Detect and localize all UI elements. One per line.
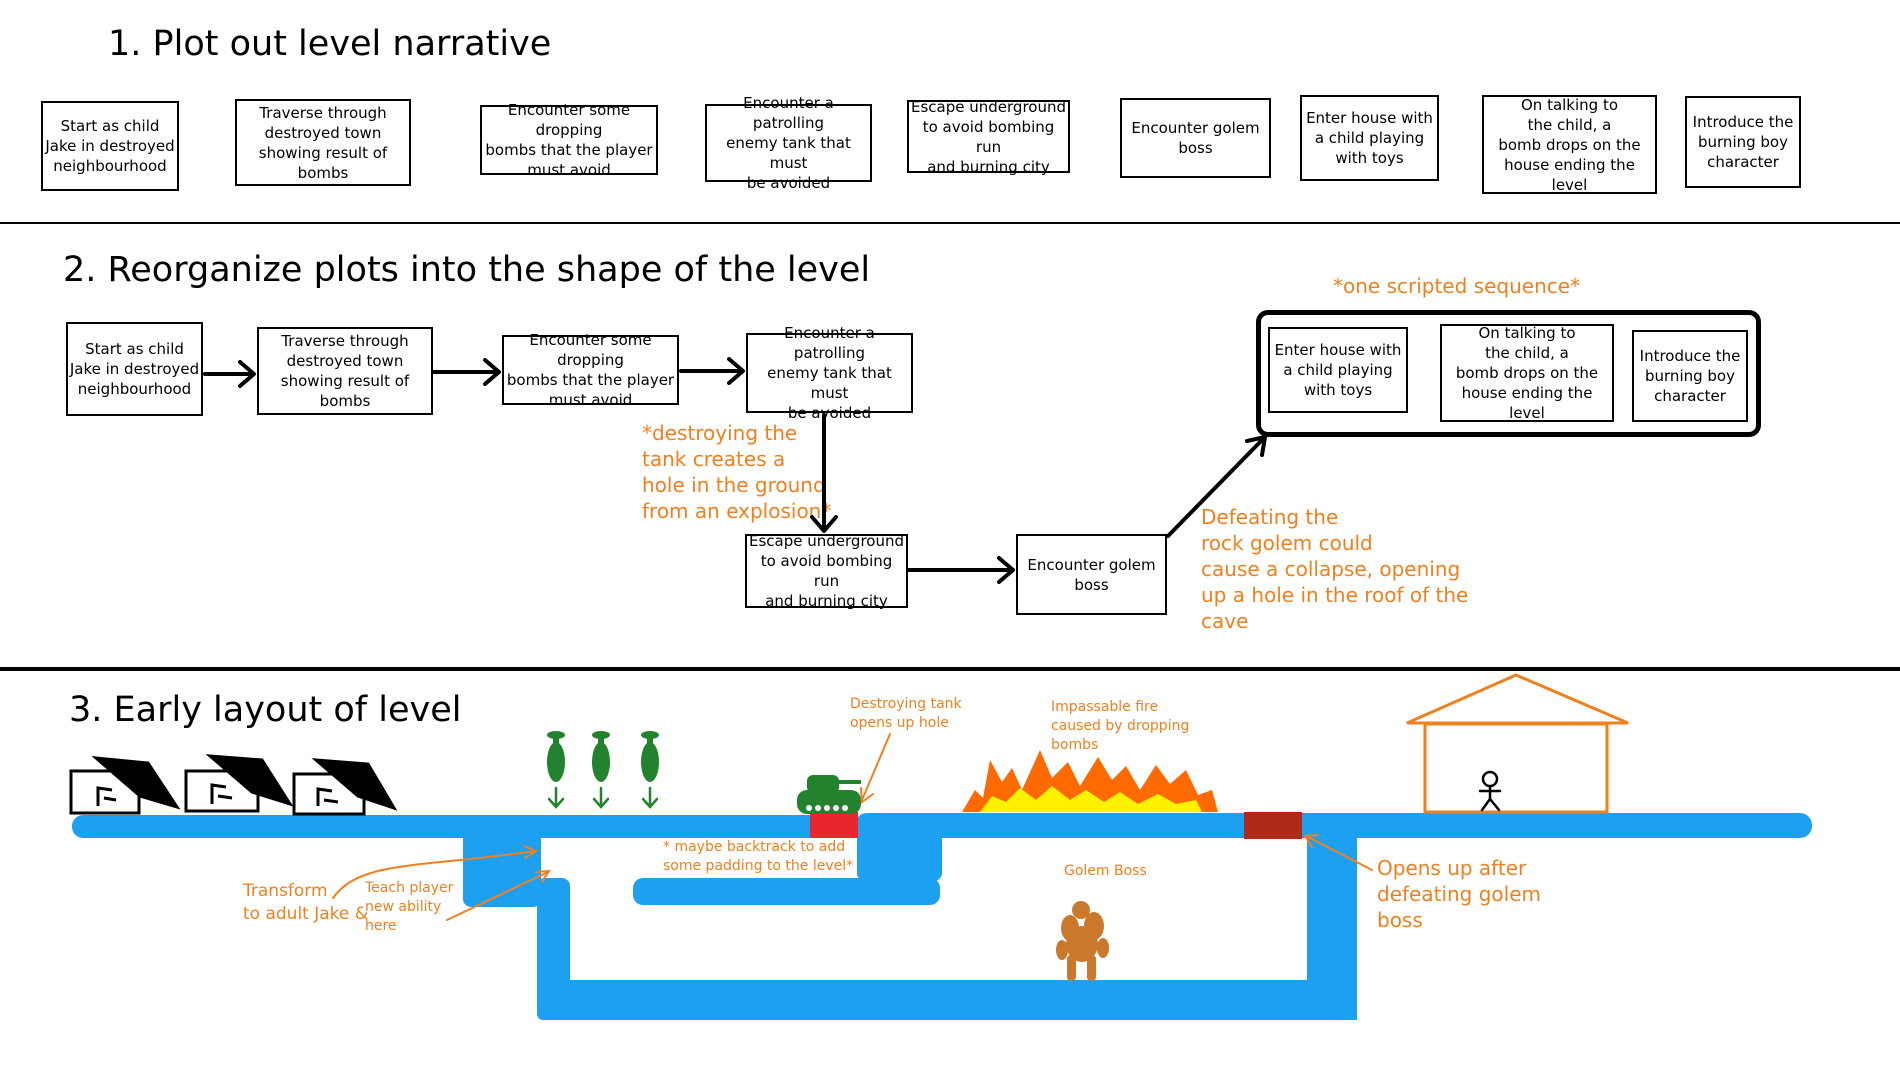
child-figure-icon [1478,770,1502,812]
bomb-icon [641,731,659,782]
ruined-house-icon [292,758,398,816]
s2-box-start: Start as child Jake in destroyed neighbo… [66,322,203,416]
golem-boss-label: Golem Boss [1064,863,1147,879]
cave-floor [537,980,1357,1020]
s2-box-talking-child: On talking to the child, a bomb drops on… [1440,324,1614,422]
s1-box-burning-boy: Introduce the burning boy character [1685,96,1801,188]
s1-box-enter-house: Enter house with a child playing with to… [1300,95,1439,181]
scripted-sequence-frame [1256,310,1761,437]
ground-strip-left [72,815,862,838]
right-cave-wall [1307,830,1357,1020]
fire-note: Impassable fire caused by dropping bombs [1051,699,1190,753]
transform-note: Transform to adult Jake & [243,881,369,924]
teach-ability-note: Teach player new ability here [365,880,454,934]
backtrack-note: * maybe backtrack to add some padding to… [663,839,854,874]
s2-box-escape: Escape underground to avoid bombing run … [745,532,908,610]
section-divider-1 [0,222,1900,224]
s1-box-escape: Escape underground to avoid bombing run … [907,98,1070,176]
collapse-hatch [1244,812,1302,839]
section3-heading: 3. Early layout of level [69,690,462,730]
s1-box-traverse: Traverse through destroyed town showing … [235,99,411,186]
ruined-house-icon [69,756,181,815]
section-divider-2 [0,667,1900,671]
s2-box-traverse: Traverse through destroyed town showing … [257,327,433,415]
tank-hole-layout-note: Destroying tank opens up hole [850,696,962,731]
s2-box-enter-house: Enter house with a child playing with to… [1268,327,1408,413]
s2-box-bombs: Encounter some dropping bombs that the p… [502,331,679,409]
ruined-house-icon [184,754,294,813]
scripted-sequence-label: *one scripted sequence* [1333,274,1581,298]
golem-icon [1056,901,1109,981]
tank-hole-note: *destroying the tank creates a hole in t… [642,421,832,523]
s1-box-talking-child: On talking to the child, a bomb drops on… [1482,95,1657,194]
section2-heading: 2. Reorganize plots into the shape of th… [63,250,871,290]
drop-shaft [463,830,541,907]
s1-box-golem: Encounter golem boss [1120,98,1271,178]
s2-box-burning-boy: Introduce the burning boy character [1632,330,1748,422]
s2-box-tank: Encounter a patrolling enemy tank that m… [746,324,913,422]
golem-collapse-note: Defeating the rock golem could cause a c… [1201,505,1469,633]
down-arrow-icon [547,786,659,809]
s1-box-bombs: Encounter some dropping bombs that the p… [480,101,658,179]
upper-ledge [633,878,940,905]
s2-box-golem: Encounter golem boss [1016,534,1167,615]
bomb-icon [547,731,565,782]
tank-icon [797,775,861,838]
s1-box-start: Start as child Jake in destroyed neighbo… [41,101,179,191]
fire-icon [962,750,1218,812]
tank-hole-shaft [857,826,942,881]
section1-heading: 1. Plot out level narrative [108,24,552,64]
house-icon [1406,673,1629,814]
ground-strip-right [855,813,1812,838]
opens-after-golem-note: Opens up after defeating golem boss [1377,856,1542,932]
terrain [72,813,1812,1020]
bomb-icon [592,731,610,782]
